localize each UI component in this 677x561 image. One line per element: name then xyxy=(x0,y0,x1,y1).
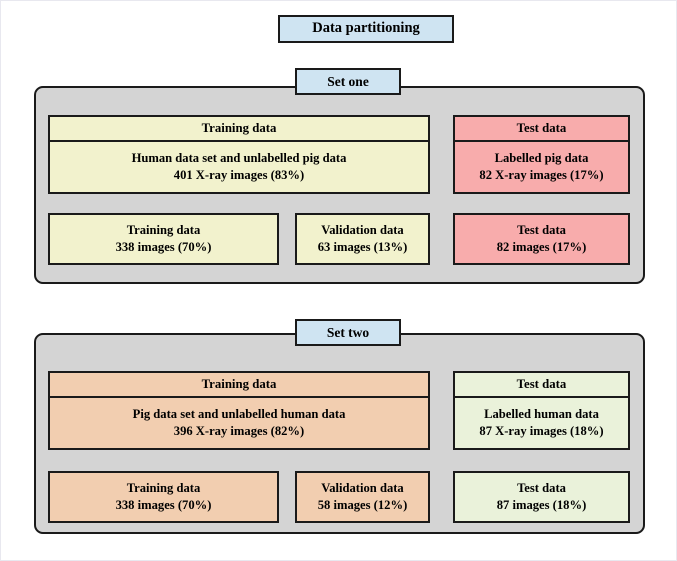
set-one-test-header: Test data xyxy=(453,115,630,142)
set-two-split-test: Test data 87 images (18%) xyxy=(453,471,630,523)
set-two-label-box: Set two xyxy=(295,319,401,346)
set-one-split-validation-name: Validation data xyxy=(321,223,404,238)
set-one-training-body-line1: Human data set and unlabelled pig data xyxy=(131,151,347,166)
set-two-split-training-count: 338 images (70%) xyxy=(115,498,212,512)
set-two-training-body-line2: 396 X-ray images (82%) xyxy=(173,424,305,438)
set-two-split-validation-count: 58 images (12%) xyxy=(317,498,408,512)
set-one-training-body-line2: 401 X-ray images (83%) xyxy=(173,168,305,182)
set-two-test-body-line2: 87 X-ray images (18%) xyxy=(479,424,604,438)
set-one-split-validation: Validation data 63 images (13%) xyxy=(295,213,430,265)
set-one-split-test: Test data 82 images (17%) xyxy=(453,213,630,265)
set-one-test-body: Labelled pig data 82 X-ray images (17%) xyxy=(453,140,630,194)
set-two-training-body-line1: Pig data set and unlabelled human data xyxy=(132,407,346,422)
diagram-title-box: Data partitioning xyxy=(278,15,454,43)
set-two-split-training-name: Training data xyxy=(126,481,201,496)
set-one-training-body: Human data set and unlabelled pig data 4… xyxy=(48,140,430,194)
set-two-test-header: Test data xyxy=(453,371,630,398)
set-two-test-body-line1: Labelled human data xyxy=(484,407,599,422)
set-one-split-training-name: Training data xyxy=(126,223,201,238)
set-one-training-header: Training data xyxy=(48,115,430,142)
set-two-split-validation: Validation data 58 images (12%) xyxy=(295,471,430,523)
set-one-split-test-count: 82 images (17%) xyxy=(496,240,587,254)
set-two-training-body: Pig data set and unlabelled human data 3… xyxy=(48,396,430,450)
set-two-split-validation-name: Validation data xyxy=(321,481,404,496)
set-two-training-header-label: Training data xyxy=(201,377,277,392)
set-two-training-header: Training data xyxy=(48,371,430,398)
set-one-split-validation-count: 63 images (13%) xyxy=(317,240,408,254)
set-one-test-body-line2: 82 X-ray images (17%) xyxy=(479,168,604,182)
set-one-test-body-line1: Labelled pig data xyxy=(494,151,589,166)
set-one-label-box: Set one xyxy=(295,68,401,95)
set-one-test-header-label: Test data xyxy=(516,121,567,136)
set-two-label-text: Set two xyxy=(326,324,370,340)
set-one-label-text: Set one xyxy=(327,73,369,89)
set-one-split-training: Training data 338 images (70%) xyxy=(48,213,279,265)
set-one-split-test-name: Test data xyxy=(517,223,566,238)
set-two-split-test-count: 87 images (18%) xyxy=(496,498,587,512)
set-one-training-header-label: Training data xyxy=(201,121,277,136)
set-one-split-training-count: 338 images (70%) xyxy=(115,240,212,254)
set-two-split-training: Training data 338 images (70%) xyxy=(48,471,279,523)
diagram-title-label: Data partitioning xyxy=(312,20,420,37)
set-two-split-test-name: Test data xyxy=(517,481,566,496)
set-two-test-body: Labelled human data 87 X-ray images (18%… xyxy=(453,396,630,450)
set-two-test-header-label: Test data xyxy=(516,377,567,392)
